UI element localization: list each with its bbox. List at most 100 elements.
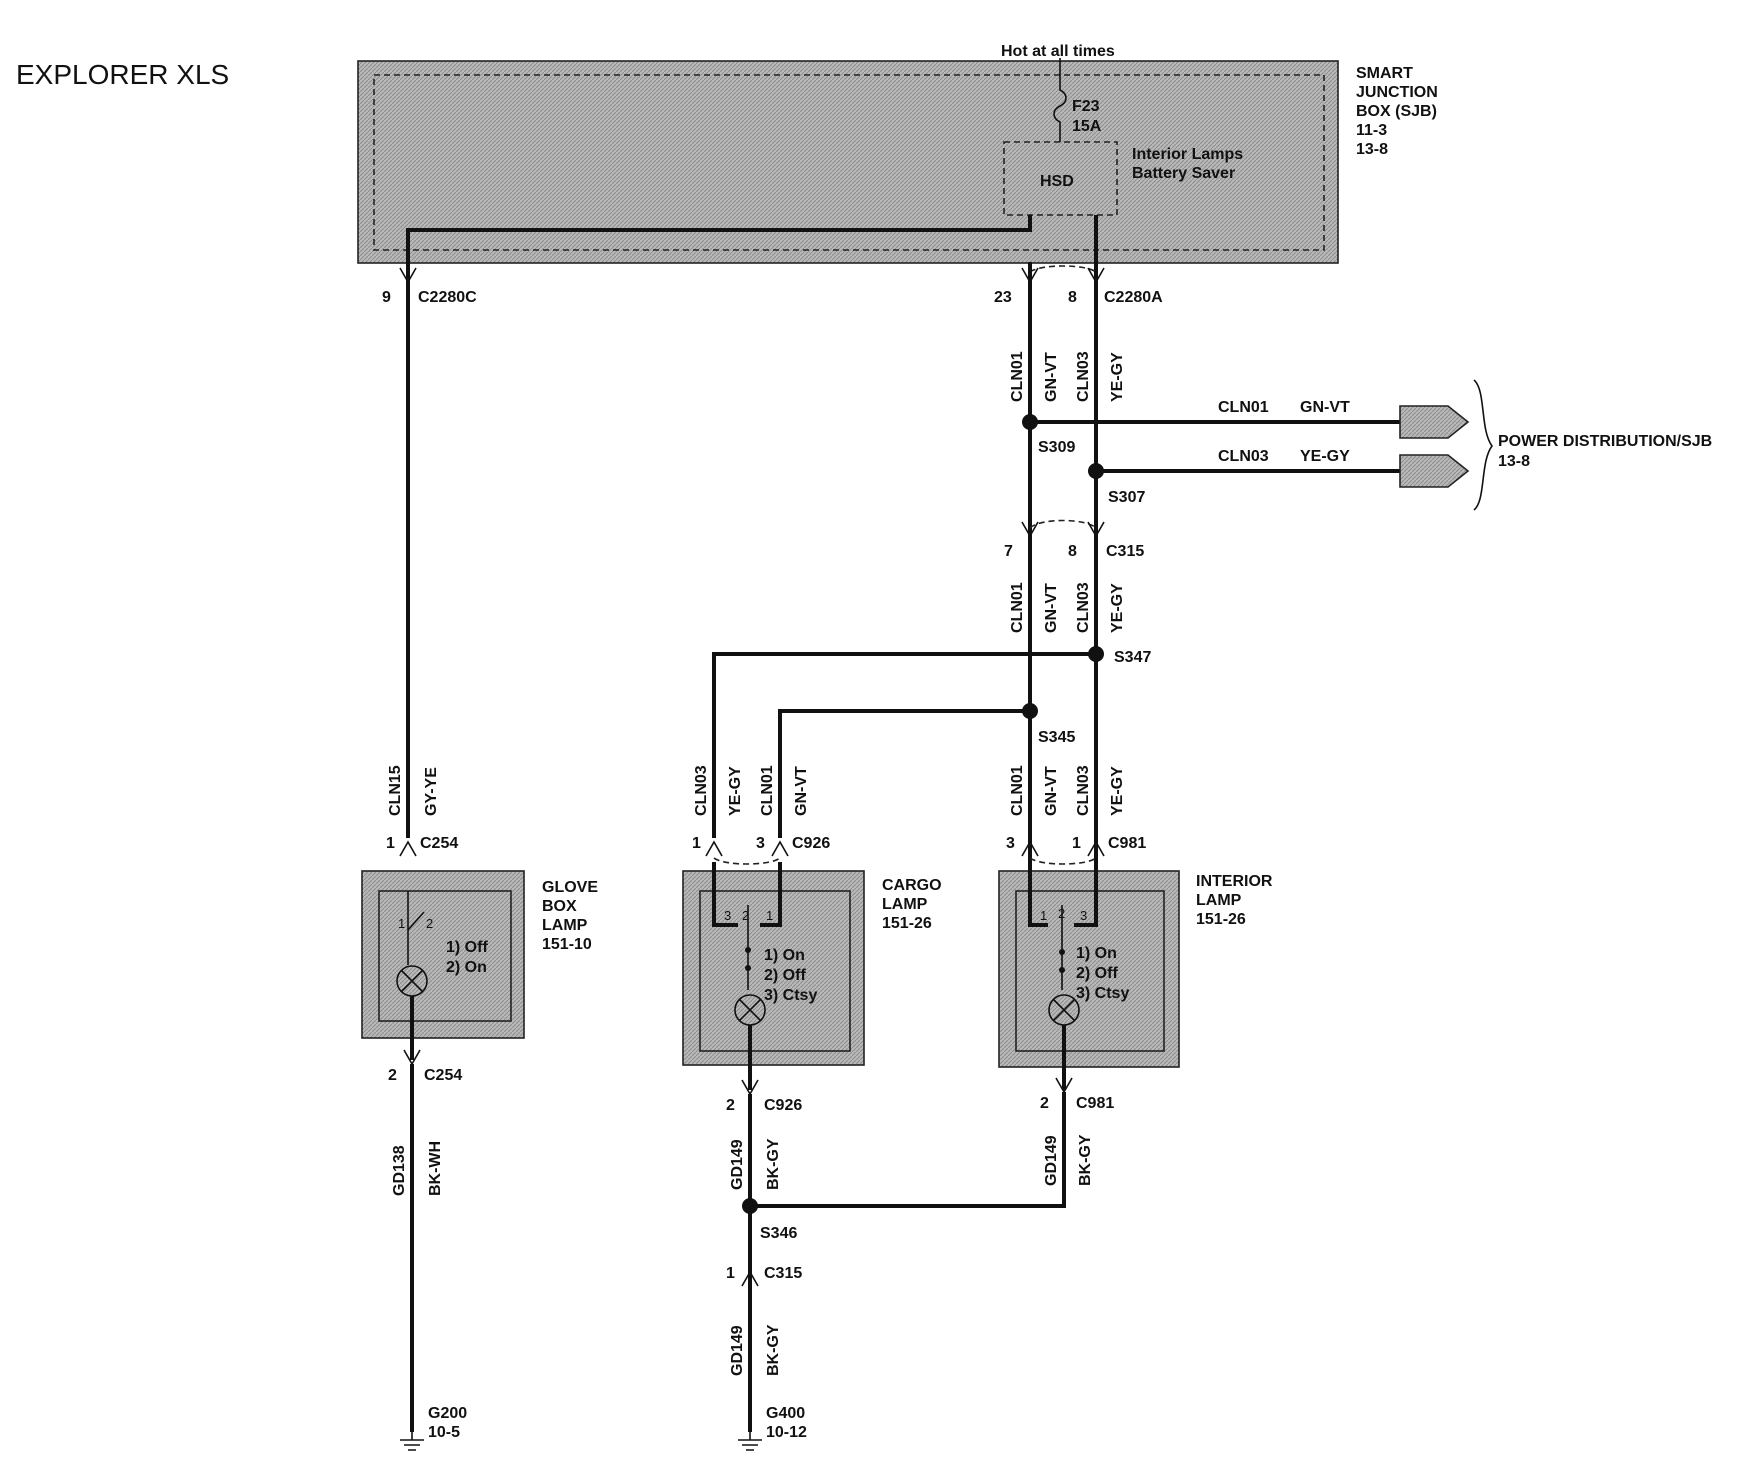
- c254-top-name: C254: [420, 835, 458, 852]
- glove-lamp-label-2: BOX: [542, 898, 577, 915]
- c254-top-pin: 1: [386, 835, 395, 852]
- connector-c315-bottom-arrow-icon: [741, 1270, 759, 1287]
- s307-label: S307: [1108, 489, 1145, 506]
- smart-junction-box: HSD F23 15A Interior Lamps Battery Saver: [357, 58, 1339, 282]
- s346-label: S346: [760, 1225, 797, 1242]
- cargo-switch-pin-2: 2: [742, 908, 749, 923]
- cargo-lamp-label-2: LAMP: [882, 896, 928, 913]
- c926-bottom-name: C926: [764, 1097, 802, 1114]
- ground-gd149-label: GD149: [729, 1325, 746, 1376]
- c315-top-pin-a: 7: [1004, 543, 1013, 560]
- cargo-cln03-label: CLN03: [693, 765, 710, 816]
- cargo-bk-gy-label: BK-GY: [765, 1138, 782, 1190]
- cargo-cln01-label: CLN01: [759, 765, 776, 816]
- cln01-label-2: CLN01: [1009, 582, 1026, 633]
- hot-at-all-times-label: Hot at all times: [1001, 43, 1115, 60]
- cargo-switch-state-1: 1) On: [764, 947, 805, 964]
- c2280c-pin: 9: [382, 289, 391, 306]
- pd-gn-vt-label: GN-VT: [1300, 399, 1350, 416]
- sjb-label-line-1: SMART: [1356, 65, 1413, 82]
- ground-bk-gy-label: BK-GY: [765, 1324, 782, 1376]
- interior-lamp-label-2: LAMP: [1196, 892, 1242, 909]
- ground-g400-icon: [738, 1432, 762, 1451]
- c315-top-pin-b: 8: [1068, 543, 1077, 560]
- glove-switch-state-1: 1) Off: [446, 939, 488, 956]
- interior-gd149-label: GD149: [1043, 1135, 1060, 1186]
- cargo-lamp-label-1: CARGO: [882, 877, 942, 894]
- cargo-switch-pin-1: 1: [766, 908, 773, 923]
- interior-lamp-label-3: 151-26: [1196, 911, 1246, 928]
- s347-label: S347: [1114, 649, 1151, 666]
- pd-cln03-label: CLN03: [1218, 448, 1269, 465]
- gn-vt-label-3: GN-VT: [1043, 766, 1060, 816]
- interior-lamp-circuit: 1 2 3 1) On 2) Off 3) Ctsy INTERIOR LAMP…: [750, 862, 1273, 1208]
- power-dist-connector-1-icon: [1399, 405, 1470, 439]
- interior-switch-pin-3: 3: [1080, 908, 1087, 923]
- g200-name: G200: [428, 1405, 467, 1422]
- glove-switch-pin-2: 2: [426, 916, 433, 931]
- hsd-label: HSD: [1040, 173, 1074, 190]
- ye-gy-label-2: YE-GY: [1109, 583, 1126, 633]
- c2280c-name: C2280C: [418, 289, 477, 306]
- c926-top-pin-b: 3: [756, 835, 765, 852]
- c2280a-pin-a: 23: [994, 289, 1012, 306]
- power-dist-brace-icon: [1473, 379, 1493, 511]
- glove-box-circuit: 9 C2280C CLN15 GY-YE 1 C254 1 2 1) Off 2…: [361, 262, 598, 1451]
- c2280a-pin-b: 8: [1068, 289, 1077, 306]
- c2280a-name: C2280A: [1104, 289, 1163, 306]
- cargo-switch-state-2: 2) Off: [764, 967, 806, 984]
- connector-c981-top-arrow-a-icon: [1021, 840, 1039, 857]
- g200-ref: 10-5: [428, 1424, 460, 1441]
- battery-saver-line-2: Battery Saver: [1132, 165, 1235, 182]
- connector-c315-top-arrow-b-icon: [1087, 521, 1105, 538]
- c254-bottom-pin: 2: [388, 1067, 397, 1084]
- sjb-label-line-3: BOX (SJB): [1356, 103, 1437, 120]
- c981-bottom-pin: 2: [1040, 1095, 1049, 1112]
- c926-top-pin-a: 1: [692, 835, 701, 852]
- c981-top-pin-b: 1: [1072, 835, 1081, 852]
- gn-vt-label-1: GN-VT: [1043, 352, 1060, 402]
- cargo-ye-gy-label: YE-GY: [727, 766, 744, 816]
- cargo-lamp-circuit: CLN03 YE-GY CLN01 GN-VT 1 3 C926 3 2 1 1…: [682, 765, 942, 1432]
- sjb-label-line-2: JUNCTION: [1356, 84, 1438, 101]
- g400-ref: 10-12: [766, 1424, 807, 1441]
- gn-vt-label-2: GN-VT: [1043, 583, 1060, 633]
- cln01-label-1: CLN01: [1009, 351, 1026, 402]
- cargo-switch-state-3: 3) Ctsy: [764, 987, 817, 1004]
- s309-label: S309: [1038, 439, 1075, 456]
- connector-c254-top-arrow-icon: [399, 840, 417, 857]
- ye-gy-label-1: YE-GY: [1109, 352, 1126, 402]
- cln01-label-3: CLN01: [1009, 765, 1026, 816]
- c315-bottom-name: C315: [764, 1265, 802, 1282]
- c315-bottom-pin: 1: [726, 1265, 735, 1282]
- hsd-box: [1003, 141, 1118, 216]
- ground-circuit: S346 1 C315 GD149 BK-GY G400 10-12: [726, 1198, 807, 1451]
- glove-box-switch-icon: [407, 911, 425, 931]
- battery-saver-line-1: Interior Lamps: [1132, 146, 1243, 163]
- glove-lamp-label-3: LAMP: [542, 917, 588, 934]
- c981-top-pin-a: 3: [1006, 835, 1015, 852]
- main-trunk: 23 8 C2280A CLN01 GN-VT CLN03 YE-GY S309…: [712, 262, 1712, 1010]
- glove-lamp-label-1: GLOVE: [542, 879, 598, 896]
- page-title: EXPLORER XLS: [16, 59, 229, 90]
- ground-g200-icon: [400, 1432, 424, 1451]
- pd-cln01-label: CLN01: [1218, 399, 1269, 416]
- gd138-wire-label: GD138: [391, 1145, 408, 1196]
- interior-switch-state-1: 1) On: [1076, 945, 1117, 962]
- cln03-label-1: CLN03: [1075, 351, 1092, 402]
- interior-switch-state-2: 2) Off: [1076, 965, 1118, 982]
- interior-switch-contact-icon: [1059, 949, 1065, 955]
- cargo-switch-pin-3: 3: [724, 908, 731, 923]
- glove-switch-pin-1: 1: [398, 916, 405, 931]
- cln03-label-2: CLN03: [1075, 582, 1092, 633]
- c254-bottom-name: C254: [424, 1067, 462, 1084]
- c981-bottom-name: C981: [1076, 1095, 1114, 1112]
- fuse-id: F23: [1072, 98, 1100, 115]
- c926-bottom-pin: 2: [726, 1097, 735, 1114]
- fuse-rating: 15A: [1072, 118, 1102, 135]
- connector-c2280c-arrow-icon: [399, 267, 417, 284]
- cargo-gd149-label: GD149: [729, 1139, 746, 1190]
- interior-switch-state-3: 3) Ctsy: [1076, 985, 1129, 1002]
- connector-c926-top-arrow-a-icon: [705, 840, 723, 857]
